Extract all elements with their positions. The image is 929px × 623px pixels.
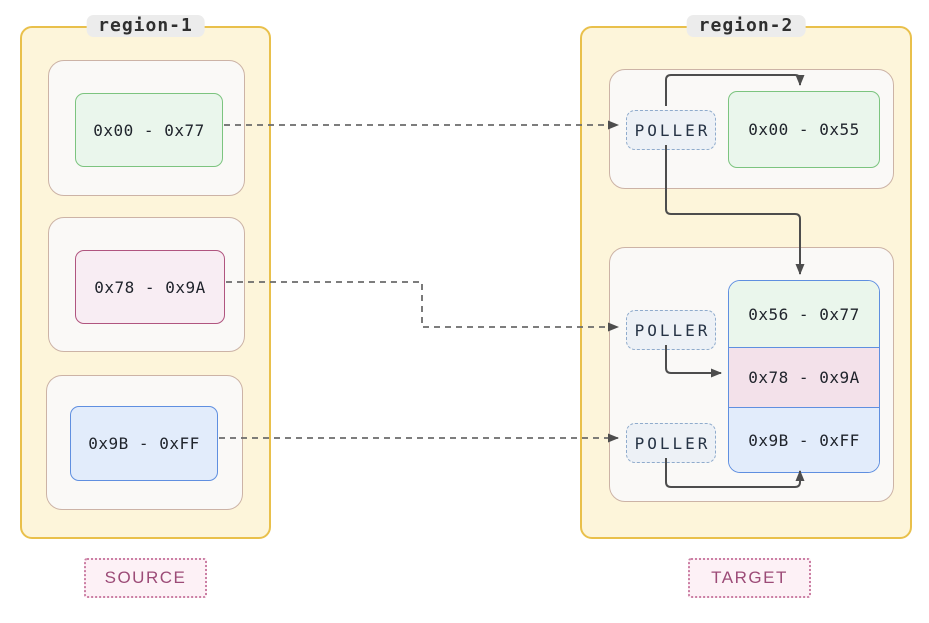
region-2-label: region-2: [686, 15, 806, 37]
source-tag: SOURCE: [84, 558, 207, 598]
region-1-group-2: 0x78 - 0x9A: [48, 217, 245, 352]
memory-block-source-0x9B-0xFF: 0x9B - 0xFF: [70, 406, 218, 481]
poller-box-1: POLLER: [626, 110, 716, 150]
poller-box-2: POLLER: [626, 310, 716, 350]
poller-box-3: POLLER: [626, 423, 716, 463]
region-2-group-bottom: POLLER POLLER 0x56 - 0x77 0x78 - 0x9A 0x…: [609, 247, 894, 502]
memory-block-source-0x00-0x77: 0x00 - 0x77: [75, 93, 223, 167]
region-1-group-1: 0x00 - 0x77: [48, 60, 245, 196]
region-1-container: region-1 0x00 - 0x77 0x78 - 0x9A 0x9B - …: [20, 15, 271, 539]
target-tag: TARGET: [688, 558, 811, 598]
edge-dashed-0x78-0x9A-to-poller-2: [226, 281, 619, 332]
memory-block-source-0x78-0x9A: 0x78 - 0x9A: [75, 250, 225, 324]
memory-block-target-0x9B-0xFF: 0x9B - 0xFF: [729, 407, 879, 472]
region-1-label: region-1: [86, 15, 205, 37]
region-1-group-3: 0x9B - 0xFF: [46, 375, 243, 510]
memory-block-target-0x56-0x77: 0x56 - 0x77: [729, 281, 879, 347]
memory-stack-target: 0x56 - 0x77 0x78 - 0x9A 0x9B - 0xFF: [728, 280, 880, 473]
region-2-container: region-2 POLLER 0x00 - 0x55 POLLER POLLE…: [580, 15, 912, 539]
memory-block-target-0x00-0x55: 0x00 - 0x55: [728, 91, 880, 168]
memory-block-target-0x78-0x9A: 0x78 - 0x9A: [729, 347, 879, 407]
region-2-group-top: POLLER 0x00 - 0x55: [609, 69, 894, 189]
